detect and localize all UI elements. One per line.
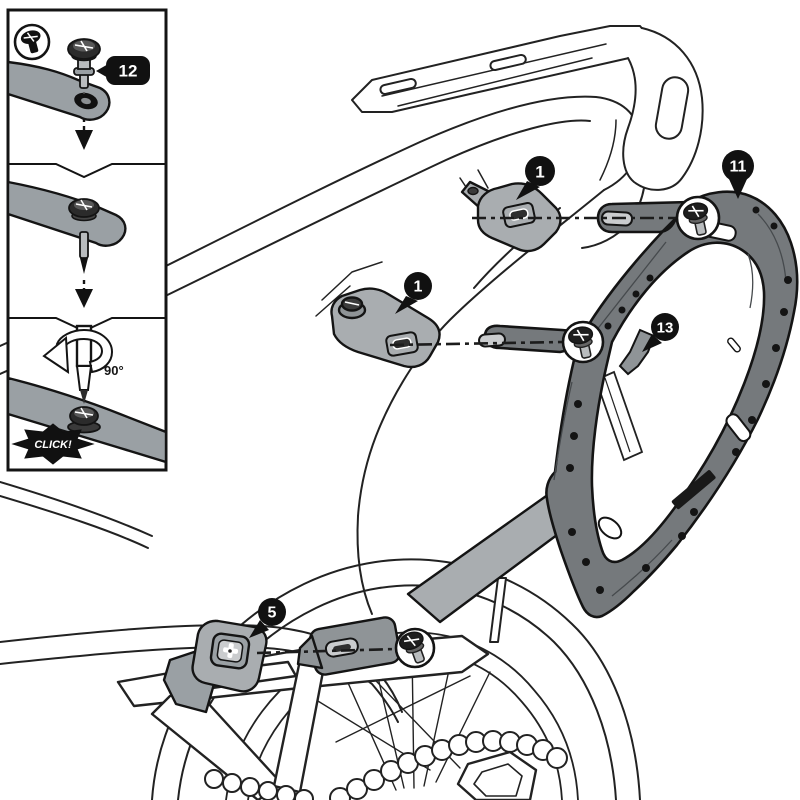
down-arrow-icon-2 <box>75 280 93 308</box>
sprocket <box>456 750 538 800</box>
inset-panel: 12 <box>6 8 168 472</box>
inset-step-3: 90° CLICK! <box>6 324 168 465</box>
hook-part <box>618 328 656 376</box>
inset-step-2 <box>6 180 127 308</box>
leader-line-low <box>256 647 397 655</box>
leader-line-mid <box>389 340 564 347</box>
carrier-lower-arm <box>296 492 579 676</box>
upper-bracket-top <box>460 180 562 253</box>
badge-5: 5 <box>249 598 286 638</box>
upper-bracket-mid <box>330 287 441 369</box>
frame-label-plate <box>671 470 716 510</box>
svg-text:5: 5 <box>268 605 277 622</box>
callout-badges: 1 1 11 13 5 <box>249 150 754 638</box>
lower-mount-bracket <box>162 619 268 714</box>
inset-step-1: 12 <box>6 23 150 150</box>
leader-lines <box>256 216 677 655</box>
frame-holes <box>566 206 792 594</box>
chain-guard-scallops <box>204 769 314 800</box>
strap-arm-2 <box>6 180 127 247</box>
click-starburst-icon: CLICK! <box>11 423 95 465</box>
click-label: CLICK! <box>34 439 72 451</box>
badge-11: 11 <box>722 150 754 199</box>
screw-callout-low <box>394 627 436 669</box>
chain-links <box>329 730 568 800</box>
svg-text:13: 13 <box>657 320 674 337</box>
svg-text:1: 1 <box>535 163 544 182</box>
badge-13: 13 <box>642 313 679 352</box>
frame-mid-arm-slot <box>478 332 506 348</box>
svg-text:12: 12 <box>119 62 138 81</box>
rotation-angle-label: 90° <box>104 363 124 378</box>
svg-text:11: 11 <box>730 159 747 176</box>
screw-callout-mid <box>561 320 605 364</box>
motorcycle-outline <box>0 25 704 723</box>
svg-text:1: 1 <box>414 279 423 296</box>
down-arrow-icon <box>75 118 93 150</box>
screw-callout-top <box>675 195 721 241</box>
screw-part-12 <box>67 38 101 94</box>
badge-1-mid: 1 <box>395 272 432 314</box>
frame-oval-hole <box>597 516 623 540</box>
rotate-arrow-icon <box>42 328 114 374</box>
badge-12: 12 <box>96 56 150 85</box>
frame-side-slot <box>725 413 752 443</box>
step-divider-1 <box>8 163 166 179</box>
badge-1-top: 1 <box>516 156 555 200</box>
